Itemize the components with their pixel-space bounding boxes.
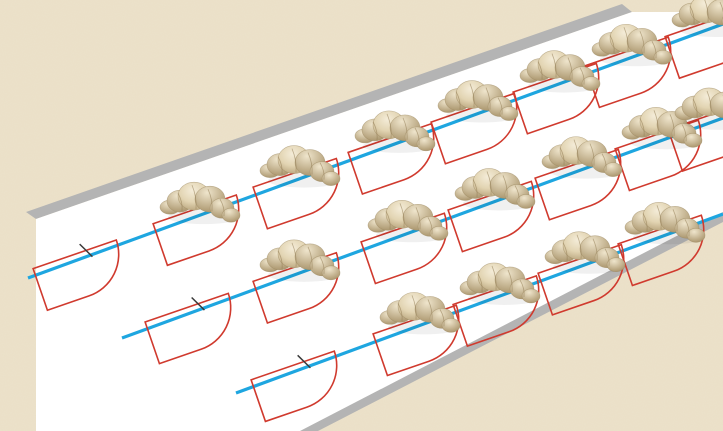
item-slot-marker bbox=[252, 157, 340, 230]
croissant-icon bbox=[544, 231, 626, 274]
croissant-icon bbox=[671, 0, 723, 38]
item-slot-marker bbox=[372, 304, 460, 377]
croissant-icon bbox=[591, 23, 673, 67]
empty-slot-marker bbox=[250, 350, 338, 423]
conveyor-belt-edge-top bbox=[26, 4, 632, 219]
item-slot-marker bbox=[452, 274, 540, 348]
item-slot-marker bbox=[252, 251, 340, 325]
croissant-group bbox=[159, 0, 723, 335]
lane-line bbox=[27, 22, 723, 280]
croissant-icon bbox=[454, 168, 536, 211]
croissant-icon bbox=[624, 202, 706, 245]
item-slot-marker bbox=[447, 180, 535, 253]
croissant-icon bbox=[354, 110, 436, 153]
croissant-icon bbox=[519, 50, 601, 93]
item-slot-marker bbox=[512, 62, 600, 135]
croissant-icon bbox=[259, 239, 341, 282]
croissant-icon bbox=[541, 136, 623, 179]
item-slot-marker bbox=[614, 119, 702, 192]
croissant-icon bbox=[674, 87, 723, 130]
croissant-icon bbox=[367, 200, 449, 243]
croissant-icon bbox=[621, 107, 703, 150]
croissant-icon bbox=[379, 292, 461, 335]
croissant-icon bbox=[259, 145, 341, 188]
item-slot-marker bbox=[534, 148, 622, 221]
slot-marker-group bbox=[32, 6, 723, 423]
croissant-icon bbox=[159, 181, 241, 225]
item-slot-marker bbox=[152, 194, 240, 267]
item-slot-marker bbox=[664, 6, 723, 80]
empty-slot-marker bbox=[32, 238, 120, 312]
empty-slot-marker bbox=[144, 292, 232, 365]
croissant-icon bbox=[459, 262, 541, 305]
croissant-icon bbox=[437, 80, 519, 123]
item-slot-marker bbox=[617, 214, 705, 287]
item-slot-marker bbox=[537, 243, 625, 316]
lane-line bbox=[235, 212, 723, 395]
item-slot-marker bbox=[584, 36, 672, 109]
item-slot-marker bbox=[360, 212, 448, 285]
